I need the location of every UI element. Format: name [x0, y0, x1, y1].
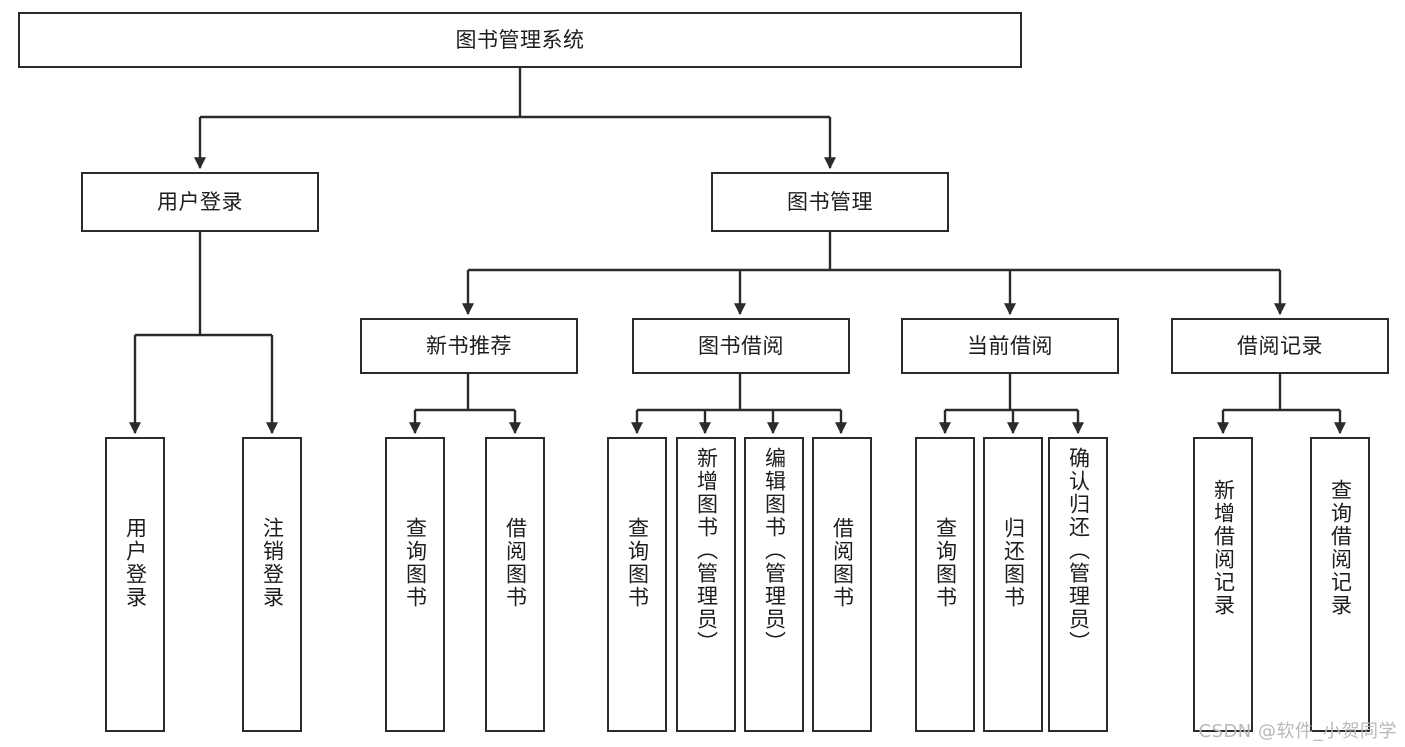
- node-leaf-borrow-books-1[interactable]: 借阅图书: [485, 437, 545, 732]
- node-leaf-confirm-return-label: 确认归还（管理员）: [1066, 447, 1091, 654]
- node-book-manage-label: 图书管理: [787, 189, 873, 214]
- node-leaf-user-logout-label: 注销登录: [260, 517, 285, 609]
- node-root-label: 图书管理系统: [455, 27, 585, 52]
- csdn-watermark: CSDN @软件_小贺同学: [1198, 721, 1397, 742]
- node-leaf-query-books-2-label: 查询图书: [625, 517, 650, 609]
- node-leaf-borrow-books-2-label: 借阅图书: [830, 517, 855, 609]
- node-leaf-query-books-2[interactable]: 查询图书: [607, 437, 667, 732]
- node-book-borrow[interactable]: 图书借阅: [632, 318, 850, 374]
- node-user-login-label: 用户登录: [157, 189, 243, 214]
- node-borrow-record[interactable]: 借阅记录: [1171, 318, 1389, 374]
- node-leaf-add-book-label: 新增图书（管理员）: [694, 447, 719, 654]
- node-new-book-recommend[interactable]: 新书推荐: [360, 318, 578, 374]
- node-current-borrow-label: 当前借阅: [967, 333, 1053, 358]
- node-leaf-query-books-1[interactable]: 查询图书: [385, 437, 445, 732]
- node-leaf-borrow-books-1-label: 借阅图书: [503, 517, 528, 609]
- node-leaf-add-record-label: 新增借阅记录: [1211, 479, 1236, 617]
- node-leaf-add-book[interactable]: 新增图书（管理员）: [676, 437, 736, 732]
- node-root[interactable]: 图书管理系统: [18, 12, 1022, 68]
- node-user-login[interactable]: 用户登录: [81, 172, 319, 232]
- node-leaf-query-books-3[interactable]: 查询图书: [915, 437, 975, 732]
- node-leaf-user-login-label: 用户登录: [123, 517, 148, 609]
- node-leaf-confirm-return[interactable]: 确认归还（管理员）: [1048, 437, 1108, 732]
- node-borrow-record-label: 借阅记录: [1237, 333, 1323, 358]
- node-leaf-return-book-label: 归还图书: [1001, 517, 1026, 609]
- node-leaf-query-record-label: 查询借阅记录: [1328, 479, 1353, 617]
- node-book-borrow-label: 图书借阅: [698, 333, 784, 358]
- node-leaf-add-record[interactable]: 新增借阅记录: [1193, 437, 1253, 732]
- node-leaf-query-record[interactable]: 查询借阅记录: [1310, 437, 1370, 732]
- node-book-manage[interactable]: 图书管理: [711, 172, 949, 232]
- node-leaf-edit-book[interactable]: 编辑图书（管理员）: [744, 437, 804, 732]
- node-leaf-query-books-3-label: 查询图书: [933, 517, 958, 609]
- node-leaf-user-login[interactable]: 用户登录: [105, 437, 165, 732]
- node-leaf-user-logout[interactable]: 注销登录: [242, 437, 302, 732]
- node-current-borrow[interactable]: 当前借阅: [901, 318, 1119, 374]
- node-leaf-edit-book-label: 编辑图书（管理员）: [762, 447, 787, 654]
- node-leaf-borrow-books-2[interactable]: 借阅图书: [812, 437, 872, 732]
- node-leaf-return-book[interactable]: 归还图书: [983, 437, 1043, 732]
- node-new-book-recommend-label: 新书推荐: [426, 333, 512, 358]
- node-leaf-query-books-1-label: 查询图书: [403, 517, 428, 609]
